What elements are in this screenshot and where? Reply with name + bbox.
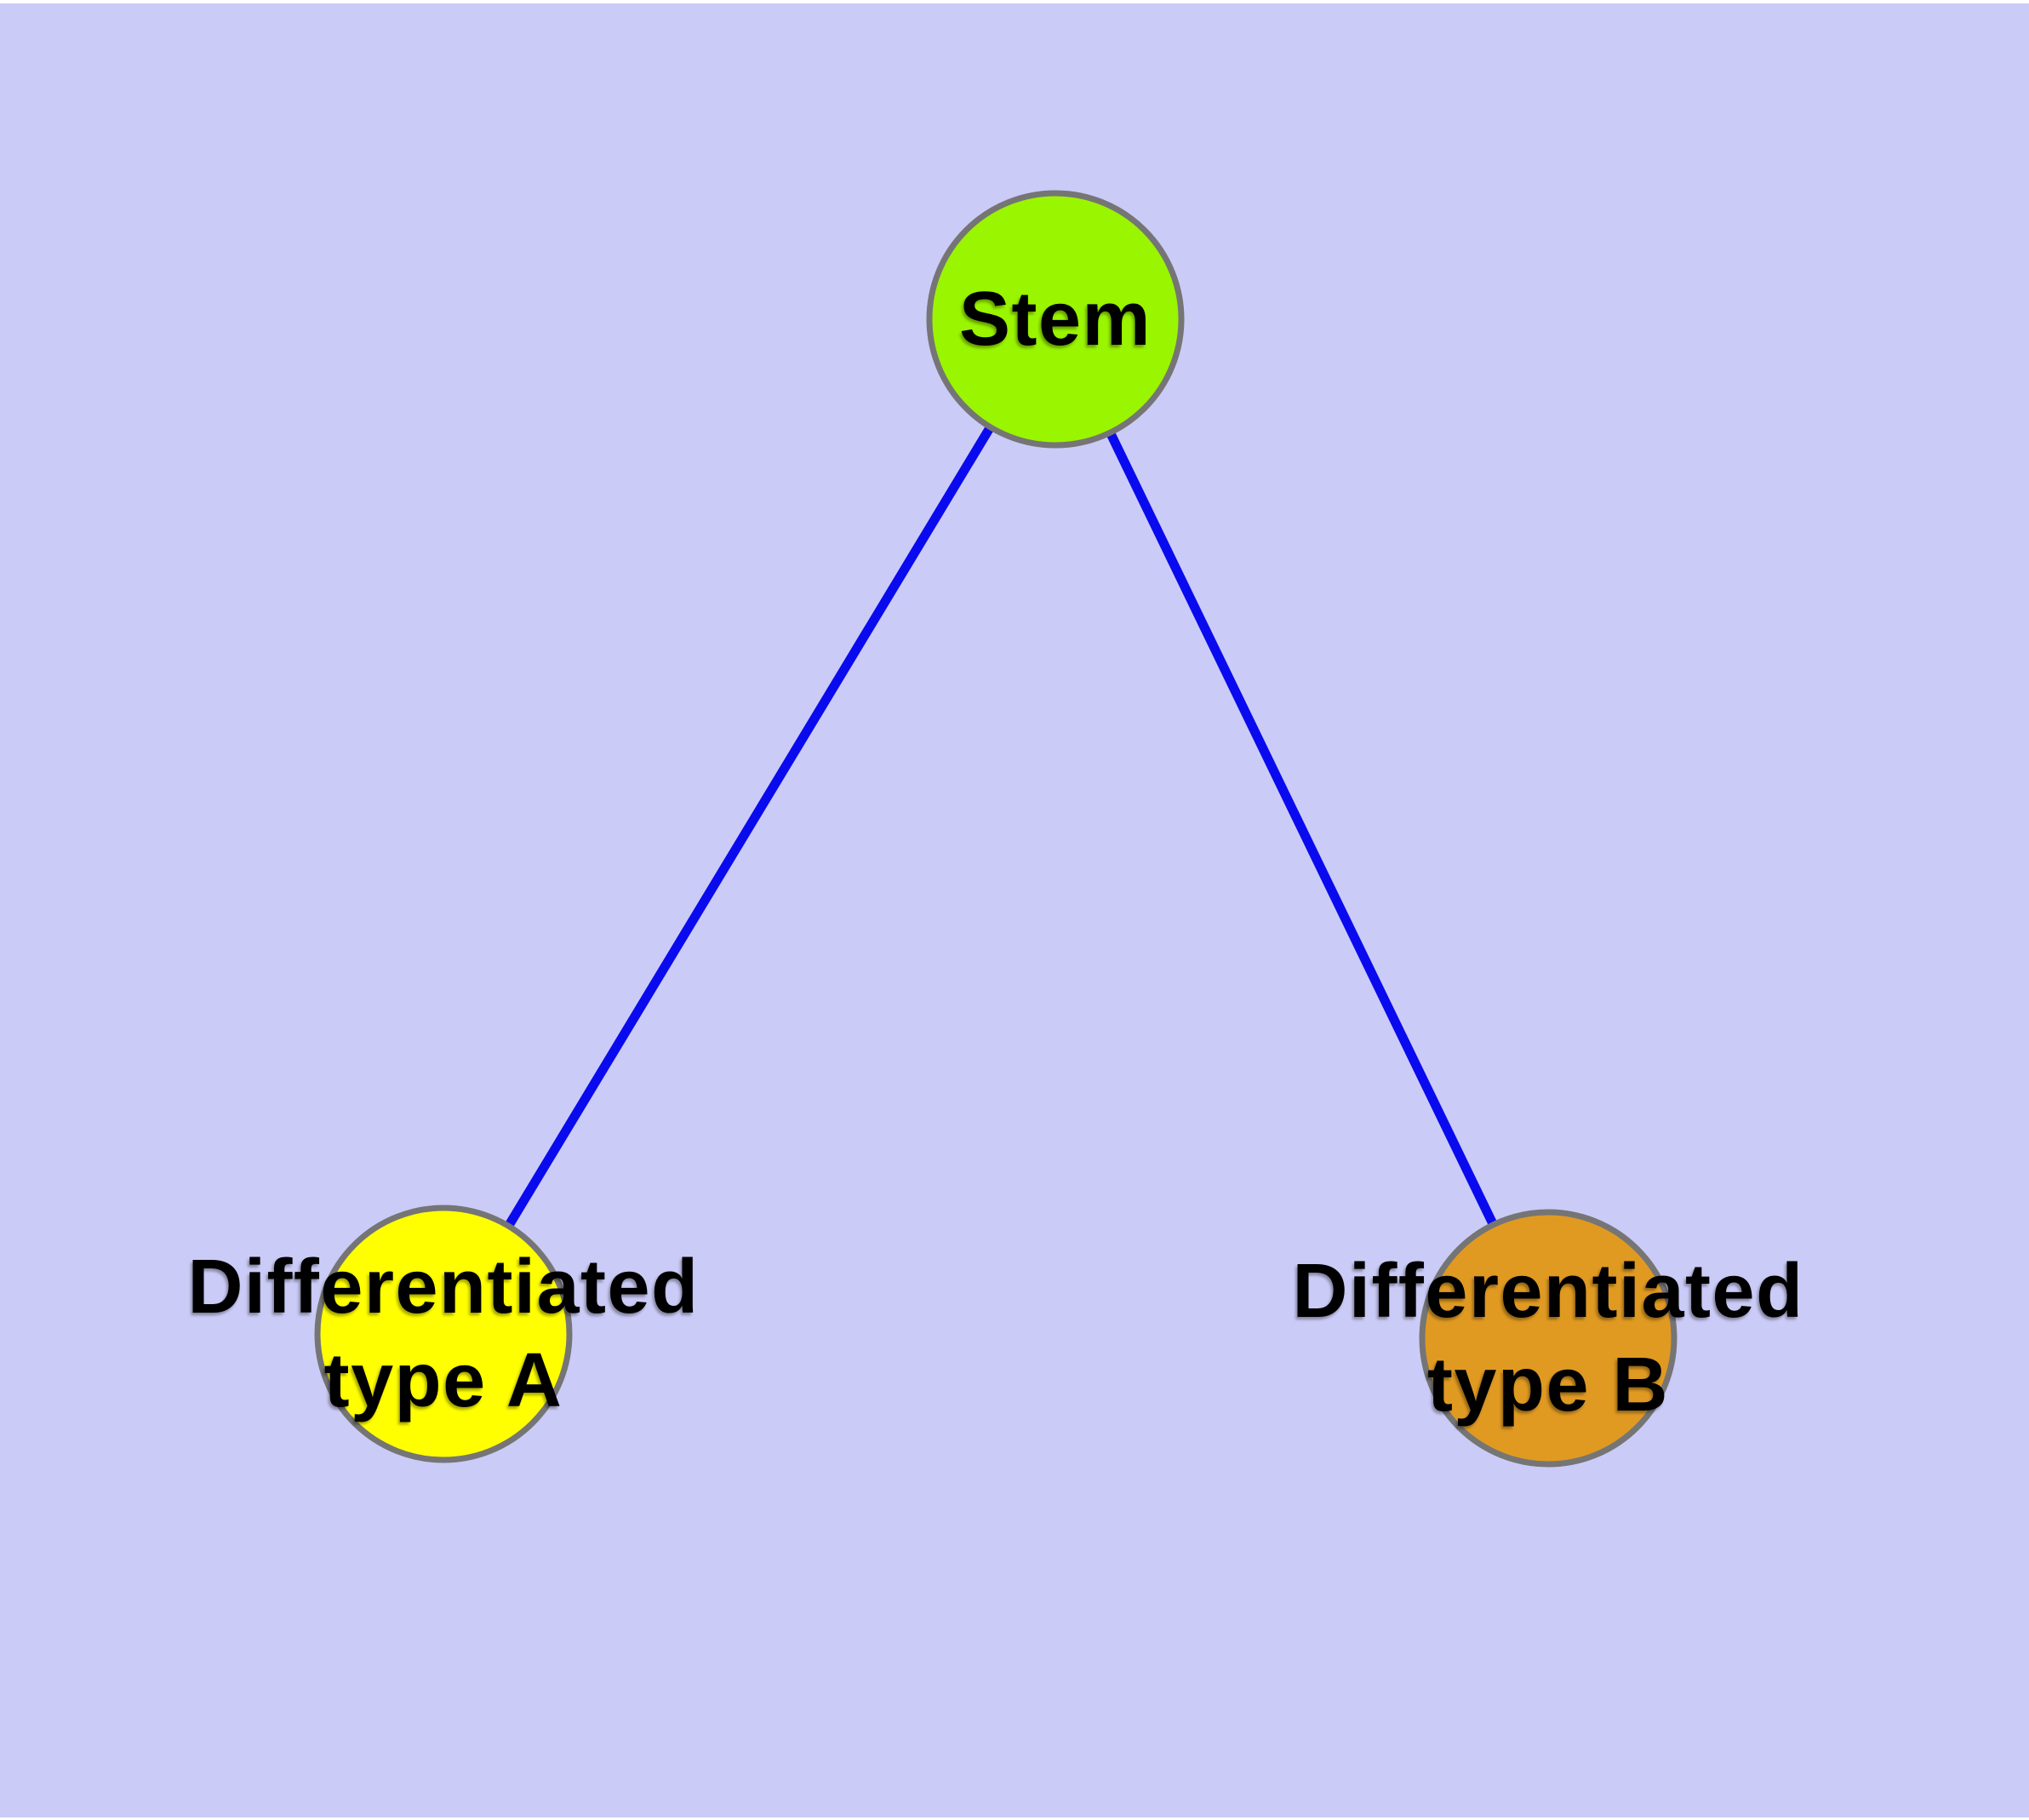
node-stem: [926, 190, 1185, 449]
node-type-a: [314, 1205, 573, 1463]
node-type-b: [1419, 1209, 1677, 1468]
node-type-a-label-line1: Differentiated: [187, 1245, 700, 1330]
node-type-a-label-line2: type A: [323, 1338, 563, 1423]
node-stem-label: Stem: [958, 277, 1152, 362]
node-type-b-label-line2: type B: [1426, 1342, 1670, 1428]
node-type-b-label: Differentiated type B: [1292, 1245, 1803, 1432]
edge-stem-to-type-a: [439, 317, 1060, 1336]
node-type-b-label-line1: Differentiated: [1292, 1249, 1804, 1334]
node-type-a-label: Differentiated type A: [187, 1240, 699, 1428]
edge-stem-to-type-b: [1051, 317, 1552, 1341]
